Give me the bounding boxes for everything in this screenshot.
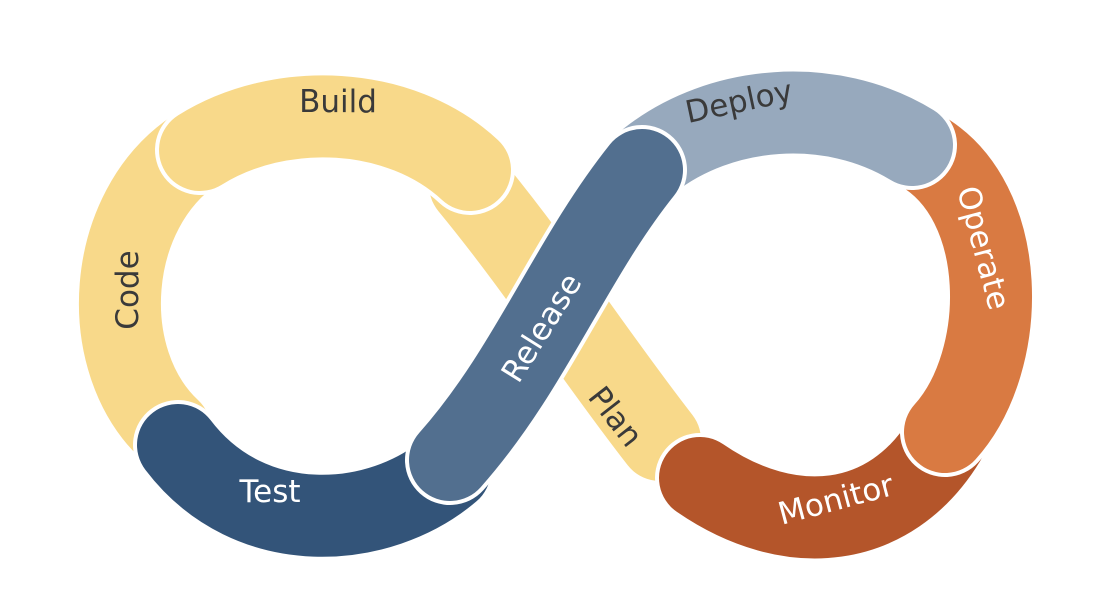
deploy-segment xyxy=(609,71,953,201)
stage-code xyxy=(74,105,240,475)
build-segment xyxy=(159,75,511,211)
stage-release xyxy=(405,125,687,505)
stage-build xyxy=(155,71,515,215)
stage-deploy xyxy=(605,67,957,205)
operate-segment xyxy=(879,109,1032,473)
label-build: Build xyxy=(299,84,377,120)
label-code: Code xyxy=(110,250,146,329)
stage-operate xyxy=(875,105,1036,477)
monitor-segment xyxy=(659,399,986,559)
release-segment xyxy=(409,129,683,501)
label-test: Test xyxy=(238,474,300,510)
stage-monitor xyxy=(655,395,990,563)
code-segment xyxy=(78,109,236,471)
